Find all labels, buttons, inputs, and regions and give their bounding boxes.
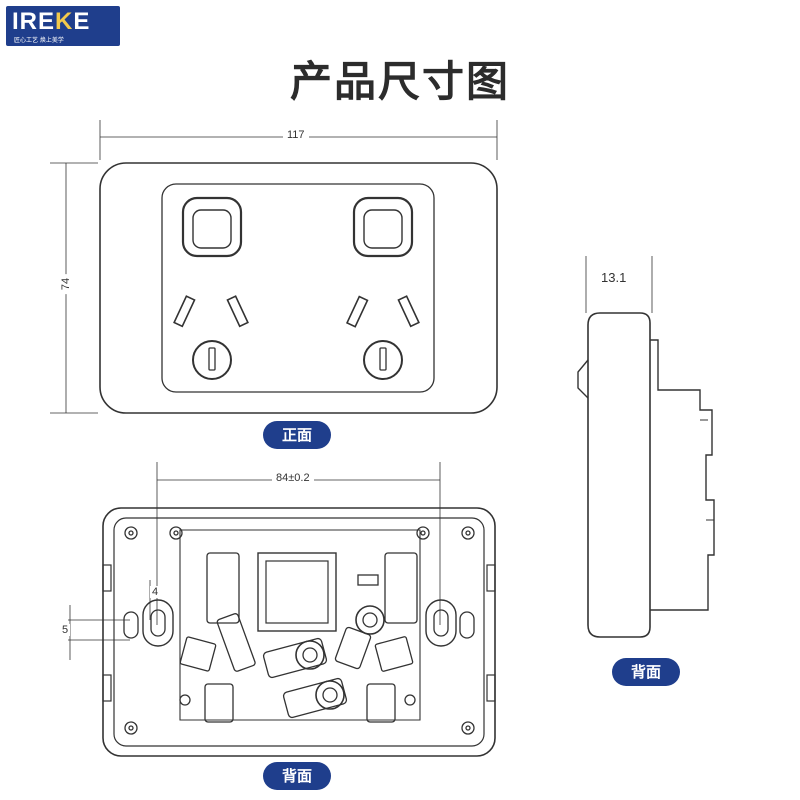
brand-name: IREKE: [12, 8, 91, 35]
dim-height: 74: [60, 273, 73, 295]
back-view: [68, 462, 496, 757]
back-plate: [102, 507, 496, 757]
dim-width: 117: [283, 129, 309, 141]
page-title: 产品尺寸图: [289, 57, 510, 106]
dim-5: 5: [60, 624, 71, 636]
front-inner-panel: [161, 183, 435, 393]
front-plate: [99, 162, 498, 414]
dim-hole-spacing: 84±0.2: [272, 472, 314, 484]
dim-depth: 13.1: [597, 270, 631, 285]
side-view: [577, 256, 715, 638]
back-label: 背面: [263, 762, 331, 790]
right-pin-l: [345, 295, 369, 328]
right-switch: [352, 196, 414, 258]
right-earth-pin: [363, 340, 403, 380]
side-back-label: 背面: [612, 658, 680, 686]
left-earth-pin: [192, 340, 232, 380]
left-pin-l: [173, 295, 196, 328]
right-pin-r: [397, 295, 420, 328]
center-square-frame: [257, 552, 337, 632]
dim-4: 4: [150, 586, 161, 598]
front-view: [50, 120, 498, 414]
left-pin-r: [226, 295, 249, 328]
side-profile: [587, 312, 651, 638]
brand-slogan: 匠心工艺 焕上美学: [14, 37, 64, 44]
left-switch: [181, 196, 243, 258]
brand-logo: IREKE 匠心工艺 焕上美学: [6, 6, 120, 46]
front-label: 正面: [263, 421, 331, 449]
